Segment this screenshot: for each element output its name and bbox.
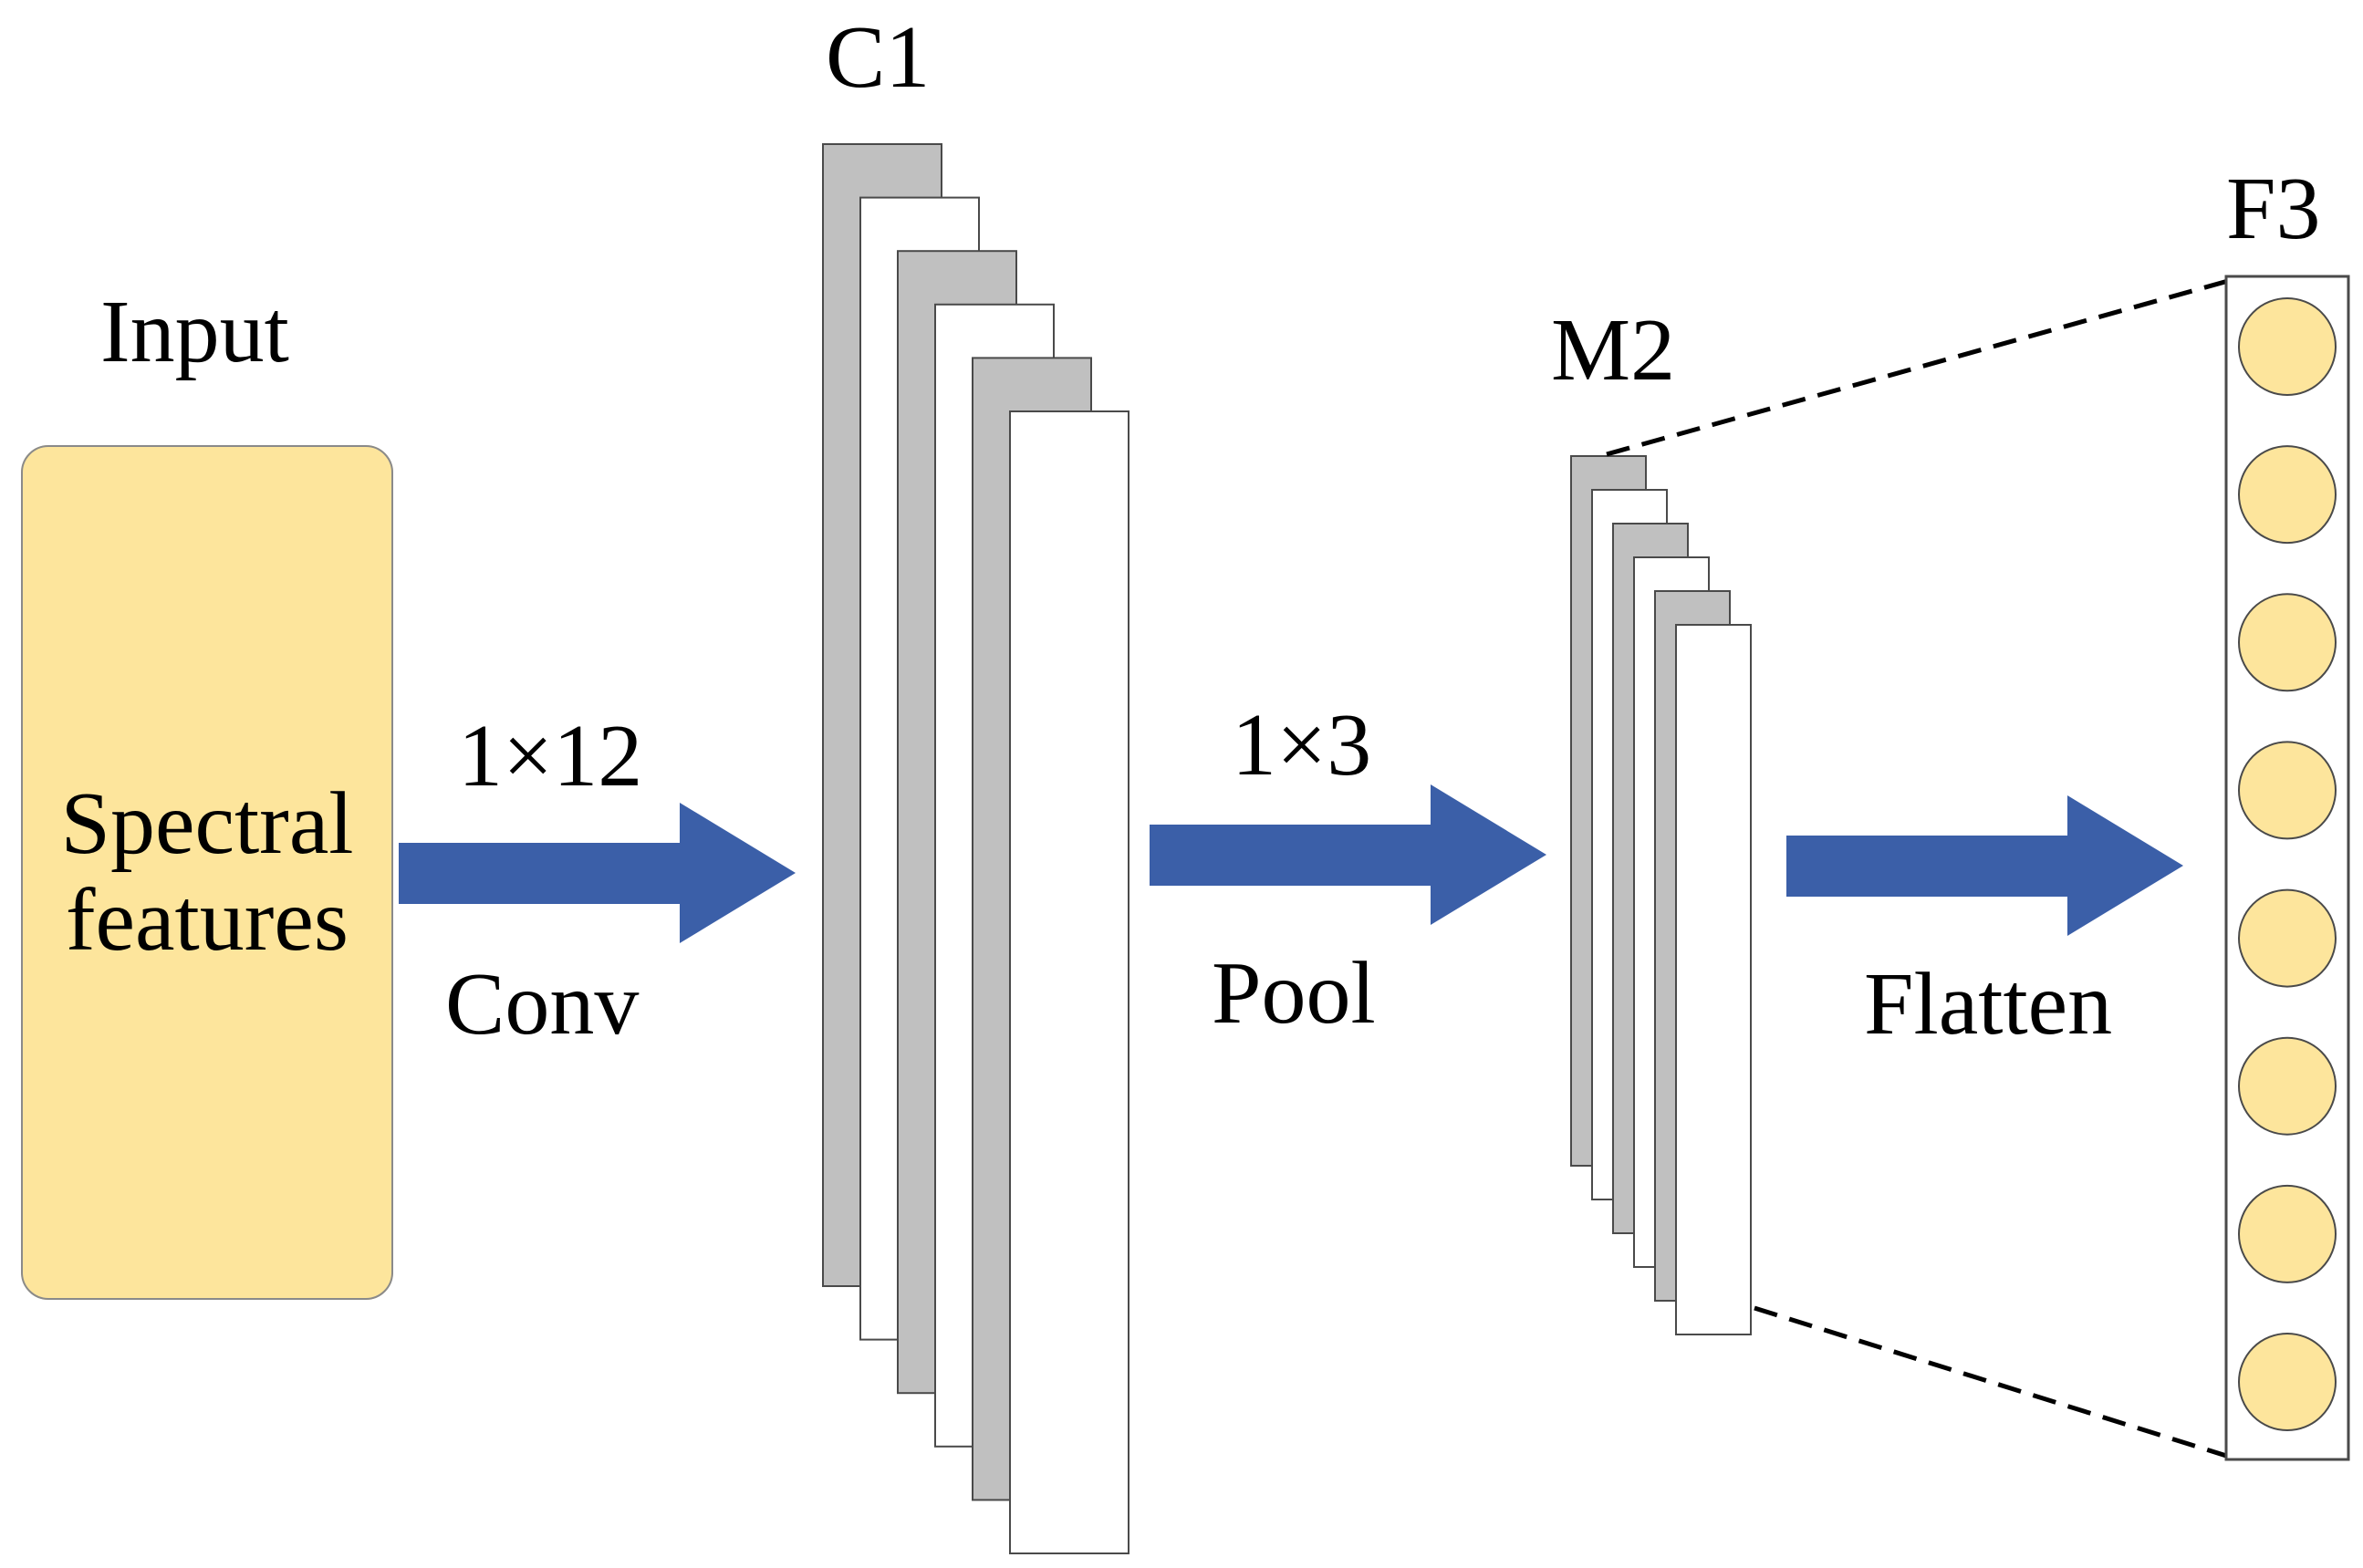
- f3-node-1: [2238, 297, 2337, 396]
- m2-feature-map-stack: [1570, 455, 1752, 1335]
- m2-feature-map-6: [1675, 624, 1752, 1335]
- input-block-line-1: Spectral: [60, 774, 354, 873]
- conv-arrow: [399, 803, 796, 943]
- flatten-arrow: [1786, 795, 2183, 936]
- f3-node-5: [2238, 888, 2337, 988]
- pool-op-label: Pool: [1212, 944, 1376, 1043]
- input-label: Input: [100, 283, 289, 381]
- f3-node-4: [2238, 741, 2337, 840]
- f3-node-8: [2238, 1333, 2337, 1431]
- m2-label: M2: [1551, 301, 1676, 400]
- f3-node-7: [2238, 1184, 2337, 1283]
- c1-label: C1: [826, 8, 931, 107]
- flatten-top-dashed-line: [1606, 275, 2239, 457]
- f3-node-6: [2238, 1036, 2337, 1136]
- f3-label: F3: [2226, 160, 2321, 258]
- c1-feature-map-6: [1009, 410, 1129, 1554]
- input-block-fill: [21, 445, 393, 1300]
- conv-op-label: Conv: [445, 955, 640, 1054]
- f3-node-column: [2238, 297, 2337, 1431]
- f3-node-3: [2238, 593, 2337, 692]
- conv-kernel-label: 1×12: [458, 707, 643, 805]
- flatten-bottom-dashed-line: [1754, 1305, 2239, 1462]
- pool-arrow: [1150, 784, 1546, 925]
- c1-feature-map-stack: [822, 143, 1129, 1554]
- input-block-line-2: features: [65, 870, 349, 970]
- input-block: Spectral features: [21, 445, 393, 1300]
- f3-node-2: [2238, 445, 2337, 545]
- pool-kernel-label: 1×3: [1232, 696, 1372, 794]
- flatten-op-label: Flatten: [1864, 955, 2113, 1054]
